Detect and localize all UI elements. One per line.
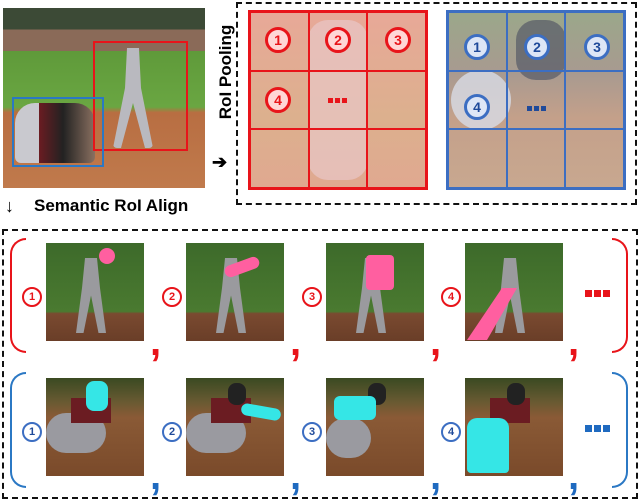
- red-grid: [248, 10, 428, 190]
- cell-number-4: 4: [464, 94, 490, 120]
- ellipsis-icon: [527, 106, 546, 111]
- part-number-4: 4: [441, 287, 461, 307]
- batter-head-thumb: [46, 243, 144, 341]
- right-bracket: [612, 372, 628, 488]
- leg-mask: [467, 418, 509, 473]
- roi-pooling-panel: [236, 2, 637, 205]
- part-number-3: 3: [302, 287, 322, 307]
- cell-number-4: 4: [265, 87, 291, 113]
- catcher-figure: [15, 103, 95, 163]
- ellipsis-icon: [585, 290, 610, 297]
- catcher-torso-thumb: [326, 378, 424, 476]
- blue-pooled-region: 1 2 3 4: [446, 10, 626, 190]
- catcher-head-thumb: [46, 378, 144, 476]
- part-number-3: 3: [302, 422, 322, 442]
- semantic-align-panel: [2, 229, 638, 499]
- separator-comma: ,: [568, 454, 580, 498]
- separator-comma: ,: [290, 320, 302, 364]
- cell-number-2: 2: [524, 34, 550, 60]
- separator-comma: ,: [290, 454, 302, 498]
- separator-comma: ,: [430, 320, 442, 364]
- separator-comma: ,: [150, 454, 162, 498]
- semantic-roi-align-label: Semantic RoI Align: [34, 196, 189, 215]
- batter-torso-thumb: [326, 243, 424, 341]
- separator-comma: ,: [430, 454, 442, 498]
- part-number-4: 4: [441, 422, 461, 442]
- cell-number-3: 3: [385, 27, 411, 53]
- right-bracket: [612, 238, 628, 353]
- ellipsis-icon: [585, 425, 610, 432]
- cell-number-1: 1: [265, 27, 291, 53]
- head-mask: [99, 248, 115, 264]
- part-number-1: 1: [22, 422, 42, 442]
- source-photo: [3, 8, 205, 188]
- catcher-leg-thumb: [465, 378, 563, 476]
- batter-box: [93, 41, 188, 151]
- cell-number-1: 1: [464, 34, 490, 60]
- part-number-1: 1: [22, 287, 42, 307]
- red-pooled-region: 1 2 3 4: [248, 10, 428, 190]
- roi-pooling-label: RoI Pooling: [216, 24, 235, 120]
- arrow-right-icon: ➔: [212, 152, 228, 172]
- catcher-arm-thumb: [186, 378, 284, 476]
- separator-comma: ,: [150, 320, 162, 364]
- torso-mask: [366, 255, 394, 290]
- head-mask: [86, 381, 108, 411]
- blue-grid: [446, 10, 626, 190]
- arrow-down-icon: ↓: [5, 196, 14, 216]
- part-number-2: 2: [162, 287, 182, 307]
- batter-leg-thumb: [465, 243, 563, 341]
- batter-arm-thumb: [186, 243, 284, 341]
- ellipsis-icon: [328, 98, 347, 103]
- catcher-box: [12, 97, 104, 167]
- separator-comma: ,: [568, 320, 580, 364]
- part-number-2: 2: [162, 422, 182, 442]
- cell-number-2: 2: [325, 27, 351, 53]
- torso-mask: [334, 396, 376, 420]
- cell-number-3: 3: [584, 34, 610, 60]
- leg-mask: [467, 288, 517, 340]
